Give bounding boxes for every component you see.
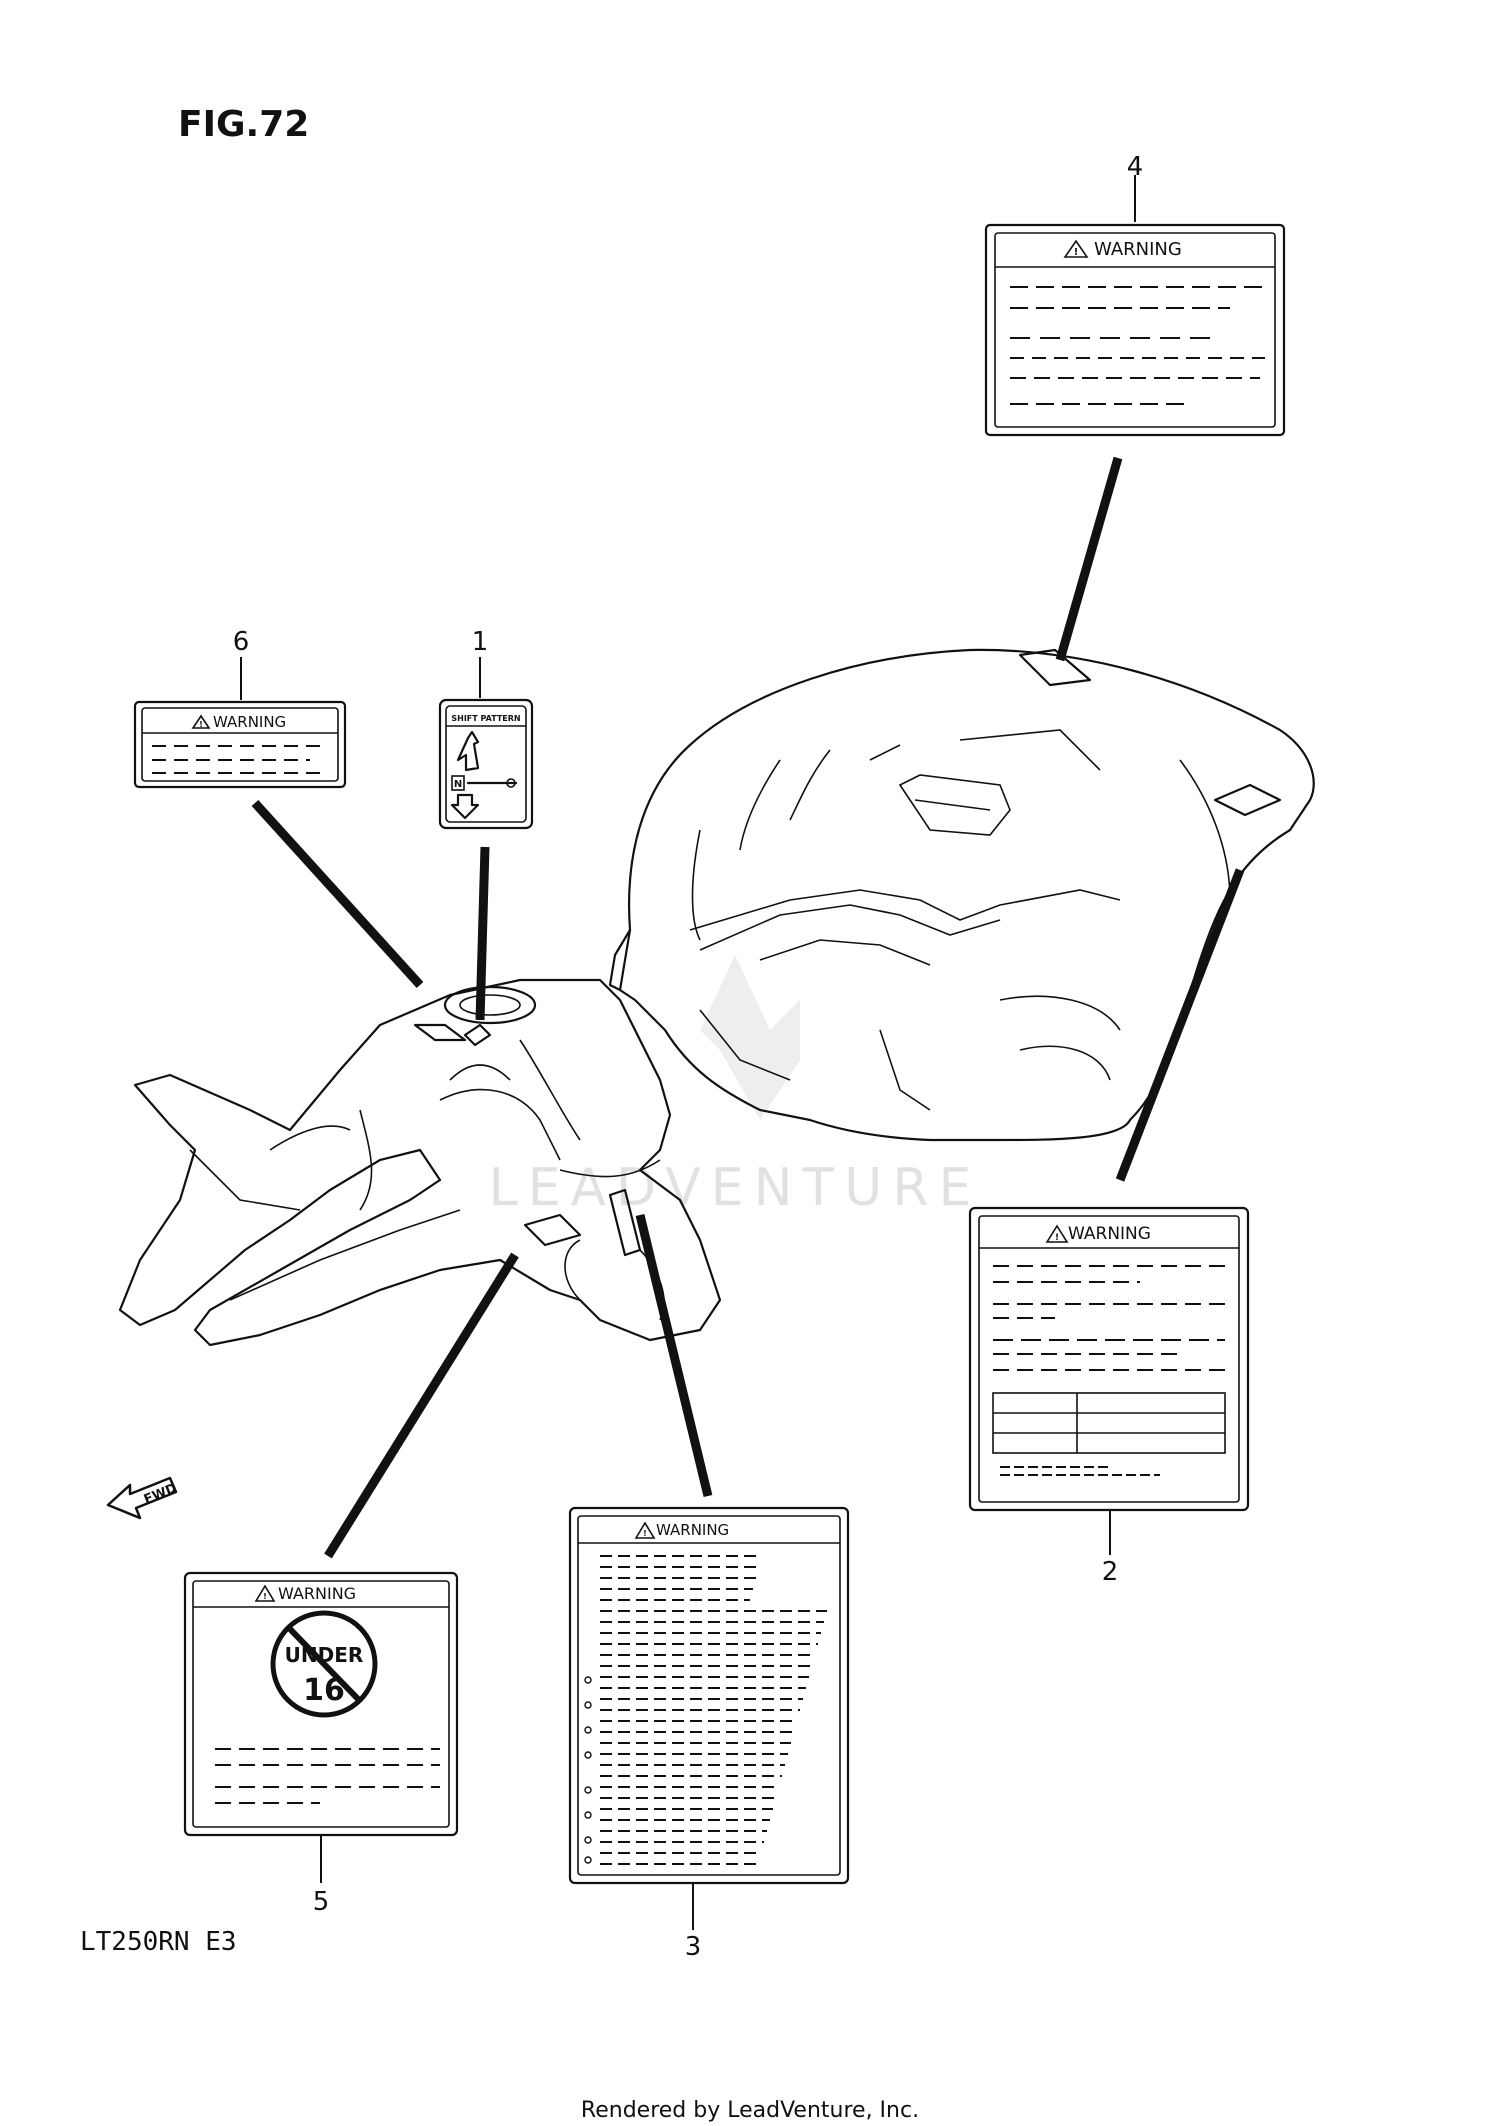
under-16-prohibition-icon: UNDER 16 <box>270 1610 378 1718</box>
label-3-warning-text: WARNING <box>656 1521 729 1539</box>
warning-triangle-icon: ! <box>634 1521 656 1539</box>
callout-6: 6 <box>233 627 250 657</box>
callout-5: 5 <box>313 1887 330 1917</box>
shift-up-arrow-icon <box>456 730 480 772</box>
rear-fender <box>608 648 1315 1142</box>
model-code: LT250RN E3 <box>80 1927 237 1957</box>
shift-down-arrow-icon <box>450 793 480 820</box>
watermark: LEADVENTURE <box>489 955 982 1218</box>
svg-text:!: ! <box>263 1592 267 1601</box>
svg-text:!: ! <box>1055 1233 1059 1243</box>
label-2-warning-decal: ! WARNING 2 <box>968 1206 1250 1587</box>
svg-text:!: ! <box>1074 247 1079 258</box>
callout-1: 1 <box>472 627 489 657</box>
callout-3: 3 <box>685 1932 702 1962</box>
leader-line-6 <box>251 799 424 989</box>
callout-4: 4 <box>1127 152 1144 182</box>
label-5-warning-text: WARNING <box>278 1584 356 1603</box>
label-4-warning-decal: 4 ! WARNING <box>984 152 1286 437</box>
warning-triangle-icon: ! <box>254 1584 276 1602</box>
warning-triangle-icon: ! <box>1045 1224 1069 1243</box>
label-3-warning-decal: ! WARNING 3 <box>568 1506 850 1962</box>
leader-line-2 <box>1115 868 1245 1182</box>
leader-line-5 <box>324 1252 519 1559</box>
callout-2: 2 <box>1102 1557 1119 1587</box>
label-1-shift-pattern-decal: 1 SHIFT PATTERN N <box>438 627 534 830</box>
figure-title: FIG.72 <box>178 104 309 145</box>
warning-triangle-icon: ! <box>1063 239 1089 258</box>
fwd-arrow-icon: FWD <box>106 1476 179 1520</box>
label-6-warning-decal: 6 ! WARNING <box>133 627 347 789</box>
leader-line-3 <box>635 1213 713 1498</box>
shift-pattern-text: SHIFT PATTERN <box>451 714 520 723</box>
label-5-warning-decal: ! WARNING UNDER 16 5 <box>183 1571 459 1917</box>
label-6-warning-text: WARNING <box>213 713 286 731</box>
svg-text:!: ! <box>643 1529 647 1538</box>
svg-text:!: ! <box>199 720 203 729</box>
warning-triangle-icon: ! <box>191 714 211 729</box>
label-2-warning-text: WARNING <box>1068 1224 1151 1244</box>
label-4-warning-text: WARNING <box>1094 239 1182 260</box>
leader-line-4 <box>1055 456 1123 662</box>
shift-neutral-text: N <box>454 779 462 790</box>
watermark-text: LEADVENTURE <box>489 1158 982 1218</box>
leader-line-1 <box>475 846 490 1021</box>
footer-credit: Rendered by LeadVenture, Inc. <box>581 2098 919 2123</box>
